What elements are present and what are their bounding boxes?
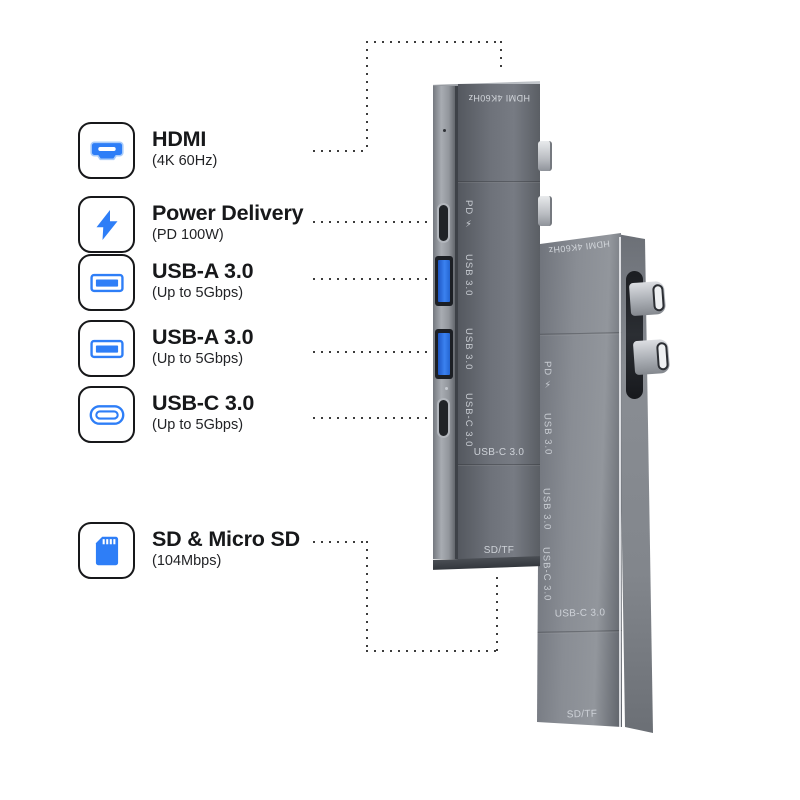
hdmi-port-icon (78, 122, 135, 179)
reset-pinhole (443, 129, 446, 132)
device-front-face (458, 84, 540, 559)
body-seam (458, 181, 540, 183)
usb-c-port-icon (78, 386, 135, 443)
usb-c-male-plug (632, 338, 671, 376)
sd-connector-line (313, 541, 367, 543)
side-face-divider (455, 86, 458, 559)
hub-device-front-view: HDMI 4K60Hz PD ⚡ USB 3.0 USB 3.0 USB-C 3… (433, 81, 552, 572)
usb-c-port-print: USB-C 3.0 (463, 393, 474, 448)
feature-subtitle: (Up to 5Gbps) (152, 285, 244, 301)
face-print: USB-C 3.0 (554, 607, 606, 620)
sd-slot-print: SD/TF (483, 545, 515, 556)
feature-row-power-delivery: Power Delivery (PD 100W) (78, 196, 304, 253)
usb-c-port-print: USB-C 3.0 (540, 546, 553, 602)
status-led (445, 387, 448, 390)
usb3-port-print: USB 3.0 (463, 254, 474, 297)
feature-subtitle: (PD 100W) (152, 227, 224, 243)
usb-c-pd-port (437, 203, 450, 243)
usb-c-connector-line (313, 417, 436, 419)
feature-title: HDMI (152, 127, 207, 151)
edge-highlight (619, 237, 621, 727)
usb-a-port-icon (78, 254, 135, 311)
usb-a-tongue (438, 333, 450, 375)
feature-title: USB-A 3.0 (152, 259, 254, 283)
power-delivery-connector-line (313, 221, 436, 223)
sd-connector-line (496, 577, 498, 651)
sd-connector-line (366, 650, 497, 652)
hub-device-rear-view: HDMI 4K60Hz PD ⚡ USB 3.0 USB 3.0 USB-C 3… (537, 231, 672, 736)
feature-title: USB-A 3.0 (152, 325, 254, 349)
feature-title: USB-C 3.0 (152, 391, 255, 415)
usb-c-data-port (437, 398, 450, 438)
hdmi-connector-line (366, 41, 502, 43)
feature-subtitle: (4K 60Hz) (152, 153, 218, 169)
usb-c-plug-tip (652, 283, 665, 312)
usb-c-male-plug (538, 141, 552, 171)
usb-a-tongue (438, 260, 450, 302)
usb-a-port-icon (78, 320, 135, 377)
feature-row-usb-a-2: USB-A 3.0 (Up to 5Gbps) (78, 320, 254, 377)
body-seam (537, 332, 622, 336)
usb3-port-print: USB 3.0 (540, 487, 553, 531)
feature-row-hdmi: HDMI (4K 60Hz) (78, 122, 217, 179)
feature-title: Power Delivery (152, 201, 304, 225)
feature-row-usb-c: USB-C 3.0 (Up to 5Gbps) (78, 386, 254, 443)
pd-port-print: PD ⚡ (463, 200, 474, 231)
usb3-port-print: USB 3.0 (541, 412, 554, 456)
device-port-side (433, 86, 455, 559)
sd-card-icon (78, 522, 135, 579)
usb-a-port-2 (435, 329, 453, 379)
sd-slot-print: SD/TF (566, 708, 598, 721)
feature-subtitle: (Up to 5Gbps) (152, 417, 244, 433)
hdmi-connector-line (500, 41, 502, 68)
face-print: USB-C 3.0 (473, 447, 525, 458)
usb-a-2-connector-line (313, 351, 436, 353)
feature-title: SD & Micro SD (152, 527, 300, 551)
body-seam (458, 464, 540, 466)
device-front-face (537, 233, 622, 727)
usb3-port-print: USB 3.0 (463, 328, 474, 371)
usb-a-1-connector-line (313, 278, 436, 280)
feature-row-sd-card: SD & Micro SD (104Mbps) (78, 522, 300, 579)
usb-c-male-plug (538, 196, 552, 226)
usb-c-male-plug (628, 280, 667, 317)
feature-subtitle: (Up to 5Gbps) (152, 351, 244, 367)
sd-connector-line (366, 541, 368, 651)
usb-a-port-1 (435, 256, 453, 306)
device-top-print: HDMI 4K60Hz (468, 93, 530, 103)
hdmi-connector-line (313, 150, 367, 152)
feature-subtitle: (104Mbps) (152, 553, 222, 569)
pd-port-print: PD ⚡ (541, 360, 554, 392)
feature-row-usb-a-1: USB-A 3.0 (Up to 5Gbps) (78, 254, 254, 311)
hdmi-connector-line (366, 41, 368, 151)
body-seam (537, 630, 622, 634)
usb-c-plug-tip (656, 341, 669, 371)
lightning-bolt-icon (78, 196, 135, 253)
